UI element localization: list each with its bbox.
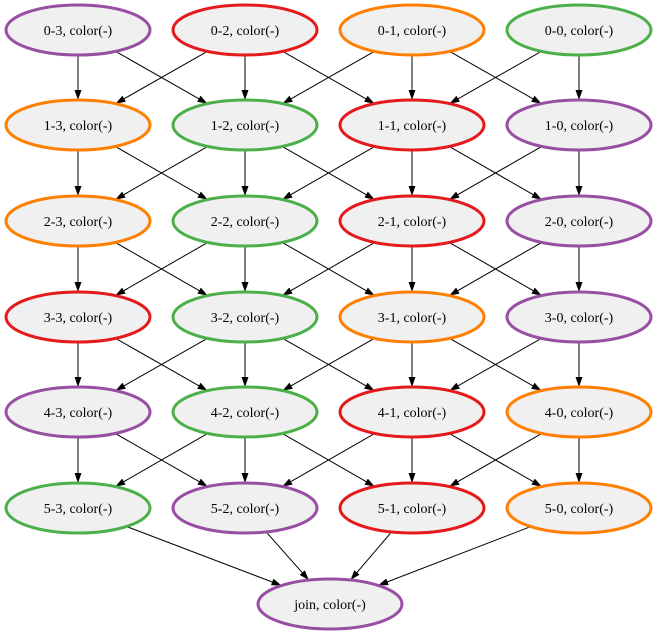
node-1-0: 1-0, color(-) <box>505 98 653 152</box>
node-ellipse <box>4 98 152 152</box>
node-5-2: 5-2, color(-) <box>171 481 319 535</box>
node-ellipse <box>338 481 486 535</box>
node-2-2: 2-2, color(-) <box>171 194 319 248</box>
node-label: 2-1, color(-) <box>378 215 447 230</box>
node-2-3: 2-3, color(-) <box>4 194 152 248</box>
node-label: join, color(-) <box>293 598 366 613</box>
node-label: 3-0, color(-) <box>545 311 614 326</box>
node-ellipse <box>171 481 319 535</box>
node-label: 0-2, color(-) <box>211 24 280 39</box>
node-ellipse <box>505 3 653 57</box>
node-5-3: 5-3, color(-) <box>4 481 152 535</box>
node-label: 3-1, color(-) <box>378 311 447 326</box>
node-ellipse <box>171 194 319 248</box>
node-2-0: 2-0, color(-) <box>505 194 653 248</box>
node-label: 1-0, color(-) <box>545 119 614 134</box>
node-label: 5-1, color(-) <box>378 502 447 517</box>
edge-4-0-to-5-1 <box>448 432 543 488</box>
edge-0-2-to-1-3 <box>115 50 208 105</box>
edge-3-2-to-4-3 <box>115 337 208 392</box>
node-label: 5-0, color(-) <box>545 502 614 517</box>
node-4-2: 4-2, color(-) <box>171 385 319 439</box>
node-label: 5-2, color(-) <box>211 502 280 517</box>
node-ellipse <box>338 3 486 57</box>
edge-2-1-to-3-2 <box>281 241 376 297</box>
node-ellipse <box>338 290 486 344</box>
edge-3-0-to-4-1 <box>449 337 542 392</box>
node-1-2: 1-2, color(-) <box>171 98 319 152</box>
node-label: 4-0, color(-) <box>545 406 614 421</box>
node-label: 5-3, color(-) <box>44 502 113 517</box>
node-ellipse <box>505 98 653 152</box>
node-ellipse <box>4 481 152 535</box>
node-label: 4-1, color(-) <box>378 406 447 421</box>
node-ellipse <box>171 385 319 439</box>
edge-1-0-to-2-1 <box>448 145 543 201</box>
node-0-0: 0-0, color(-) <box>505 3 653 57</box>
node-1-1: 1-1, color(-) <box>338 98 486 152</box>
node-0-2: 0-2, color(-) <box>171 3 319 57</box>
node-ellipse <box>4 3 152 57</box>
edge-layer <box>74 50 583 586</box>
edge-2-0-to-3-1 <box>448 241 543 297</box>
edge-3-1-to-4-2 <box>282 337 375 392</box>
node-label: 2-0, color(-) <box>545 215 614 230</box>
node-4-0: 4-0, color(-) <box>505 385 653 439</box>
node-ellipse <box>4 194 152 248</box>
node-ellipse <box>256 577 404 631</box>
node-label: 1-3, color(-) <box>44 119 113 134</box>
edge-5-1-to-join <box>350 531 392 581</box>
node-label: 3-2, color(-) <box>211 311 280 326</box>
node-ellipse <box>338 194 486 248</box>
node-label: 2-2, color(-) <box>211 215 280 230</box>
edge-0-0-to-1-1 <box>449 50 542 105</box>
node-ellipse <box>505 290 653 344</box>
node-ellipse <box>171 98 319 152</box>
node-ellipse <box>171 290 319 344</box>
edge-0-1-to-1-2 <box>282 50 375 105</box>
node-4-3: 4-3, color(-) <box>4 385 152 439</box>
node-ellipse <box>338 98 486 152</box>
node-label: 0-1, color(-) <box>378 24 447 39</box>
node-label: 4-2, color(-) <box>211 406 280 421</box>
edge-5-0-to-join <box>378 526 531 586</box>
edge-4-1-to-5-2 <box>281 432 376 488</box>
node-0-3: 0-3, color(-) <box>4 3 152 57</box>
node-ellipse <box>4 290 152 344</box>
node-1-3: 1-3, color(-) <box>4 98 152 152</box>
node-label: 4-3, color(-) <box>44 406 113 421</box>
node-ellipse <box>505 194 653 248</box>
node-5-0: 5-0, color(-) <box>505 481 653 535</box>
edge-1-1-to-2-2 <box>281 145 376 201</box>
node-ellipse <box>505 481 653 535</box>
edge-5-3-to-join <box>126 526 282 586</box>
node-ellipse <box>505 385 653 439</box>
node-4-1: 4-1, color(-) <box>338 385 486 439</box>
edge-1-2-to-2-3 <box>114 145 209 201</box>
edge-2-2-to-3-3 <box>114 241 209 297</box>
node-join: join, color(-) <box>256 577 404 631</box>
node-label: 0-3, color(-) <box>44 24 113 39</box>
node-label: 3-3, color(-) <box>44 311 113 326</box>
node-ellipse <box>338 385 486 439</box>
node-3-3: 3-3, color(-) <box>4 290 152 344</box>
node-label: 0-0, color(-) <box>545 24 614 39</box>
node-ellipse <box>171 3 319 57</box>
node-5-1: 5-1, color(-) <box>338 481 486 535</box>
node-layer: 0-3, color(-) 0-2, color(-) 0-1, color(-) 0… <box>4 3 653 631</box>
node-ellipse <box>4 385 152 439</box>
node-0-1: 0-1, color(-) <box>338 3 486 57</box>
node-3-1: 3-1, color(-) <box>338 290 486 344</box>
edge-5-2-to-join <box>265 531 310 581</box>
node-3-0: 3-0, color(-) <box>505 290 653 344</box>
node-label: 1-2, color(-) <box>211 119 280 134</box>
node-3-2: 3-2, color(-) <box>171 290 319 344</box>
node-label: 1-1, color(-) <box>378 119 447 134</box>
edge-4-2-to-5-3 <box>114 432 209 488</box>
node-label: 2-3, color(-) <box>44 215 113 230</box>
node-2-1: 2-1, color(-) <box>338 194 486 248</box>
